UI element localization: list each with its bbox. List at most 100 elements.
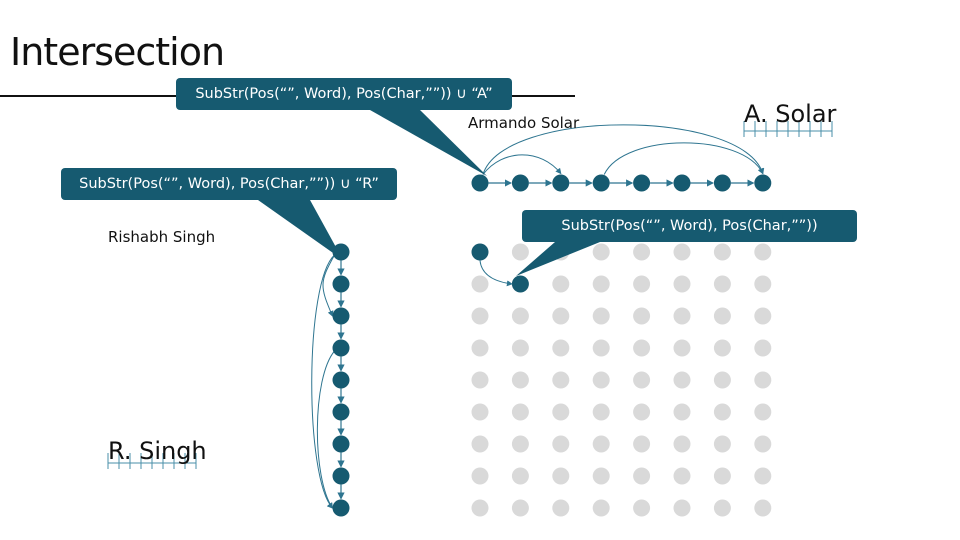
top-graph-node bbox=[552, 174, 570, 192]
intersection-node bbox=[552, 275, 570, 293]
intersection-node bbox=[511, 435, 529, 453]
intersection-node bbox=[511, 243, 529, 261]
intersection-node bbox=[713, 435, 731, 453]
intersection-node bbox=[471, 467, 489, 485]
intersection-node bbox=[673, 499, 691, 517]
top-graph-node bbox=[633, 174, 651, 192]
top-graph-node bbox=[471, 174, 489, 192]
left-graph-skip-edge bbox=[322, 254, 335, 317]
active-intersection-node bbox=[511, 275, 529, 293]
intersection-node bbox=[592, 371, 610, 389]
intersection-node bbox=[633, 371, 651, 389]
intersection-node bbox=[713, 499, 731, 517]
intersection-node bbox=[633, 435, 651, 453]
left-graph-skip-edge bbox=[311, 254, 335, 509]
left-graph-node bbox=[332, 275, 350, 293]
top-output-label: A. Solar bbox=[744, 100, 837, 128]
callout-left-text: SubStr(Pos(“”, Word), Pos(Char,””)) ∪ “R… bbox=[79, 176, 379, 192]
top-input-label: Armando Solar bbox=[468, 114, 580, 132]
intersection-node bbox=[754, 403, 772, 421]
intersection-node bbox=[633, 499, 651, 517]
left-graph-node bbox=[332, 403, 350, 421]
intersection-node bbox=[511, 339, 529, 357]
intersection-node bbox=[713, 307, 731, 325]
callout-top-pointer bbox=[370, 110, 487, 176]
callout-intersection-pointer bbox=[516, 242, 600, 276]
intersection-node bbox=[754, 499, 772, 517]
intersection-node bbox=[511, 403, 529, 421]
intersection-node bbox=[754, 339, 772, 357]
intersection-node bbox=[754, 371, 772, 389]
left-graph-node bbox=[332, 307, 350, 325]
intersection-node bbox=[592, 499, 610, 517]
intersection-node bbox=[633, 275, 651, 293]
top-graph-node bbox=[673, 174, 691, 192]
left-output-label: R. Singh bbox=[108, 437, 207, 465]
intersection-node bbox=[471, 435, 489, 453]
intersection-node bbox=[471, 275, 489, 293]
intersection-node bbox=[754, 243, 772, 261]
top-graph-skip-edge bbox=[482, 154, 562, 175]
slide-title: Intersection bbox=[10, 30, 225, 74]
top-graph-node bbox=[754, 174, 772, 192]
left-input-label: Rishabh Singh bbox=[108, 228, 216, 246]
intersection-node bbox=[754, 307, 772, 325]
intersection-node bbox=[552, 307, 570, 325]
intersection-node bbox=[754, 275, 772, 293]
intersection-node bbox=[673, 307, 691, 325]
intersection-node bbox=[713, 467, 731, 485]
intersection-node bbox=[673, 403, 691, 421]
intersection-node bbox=[511, 371, 529, 389]
intersection-node bbox=[511, 307, 529, 325]
callout-left bbox=[61, 168, 397, 200]
callout-intersection-text: SubStr(Pos(“”, Word), Pos(Char,””)) bbox=[561, 218, 818, 234]
left-graph-node bbox=[332, 499, 350, 517]
top-graph-node bbox=[592, 174, 610, 192]
left-graph-skip-edge bbox=[316, 350, 335, 509]
intersection-node bbox=[592, 243, 610, 261]
left-graph-node bbox=[332, 339, 350, 357]
left-graph-node bbox=[332, 435, 350, 453]
intersection-node bbox=[713, 403, 731, 421]
intersection-node bbox=[754, 467, 772, 485]
intersection-node bbox=[633, 243, 651, 261]
intersection-node bbox=[754, 435, 772, 453]
intersection-node bbox=[592, 467, 610, 485]
intersection-node bbox=[713, 243, 731, 261]
intersection-node bbox=[673, 339, 691, 357]
intersection-node bbox=[633, 307, 651, 325]
intersection-node bbox=[471, 307, 489, 325]
top-graph-skip-edge bbox=[603, 142, 764, 175]
intersection-node bbox=[592, 435, 610, 453]
intersection-node bbox=[673, 467, 691, 485]
intersection-node bbox=[471, 339, 489, 357]
top-graph-skip-edge bbox=[482, 124, 765, 175]
intersection-node bbox=[673, 243, 691, 261]
intersection-node bbox=[713, 275, 731, 293]
intersection-node bbox=[552, 403, 570, 421]
intersection-node bbox=[713, 371, 731, 389]
intersection-node bbox=[511, 499, 529, 517]
intersection-node bbox=[552, 339, 570, 357]
intersection-node bbox=[552, 499, 570, 517]
intersection-node bbox=[471, 371, 489, 389]
intersection-node bbox=[552, 467, 570, 485]
top-graph-node bbox=[511, 174, 529, 192]
intersection-node bbox=[713, 339, 731, 357]
intersection-node bbox=[673, 435, 691, 453]
callout-top-text: SubStr(Pos(“”, Word), Pos(Char,””)) ∪ “A… bbox=[195, 86, 493, 102]
intersection-node bbox=[633, 339, 651, 357]
intersection-node bbox=[673, 275, 691, 293]
intersection-node bbox=[633, 403, 651, 421]
left-graph-node bbox=[332, 371, 350, 389]
left-graph-node bbox=[332, 243, 350, 261]
intersection-node bbox=[511, 467, 529, 485]
intersection-node bbox=[592, 275, 610, 293]
active-intersection-node bbox=[471, 243, 489, 261]
intersection-edge bbox=[479, 260, 513, 287]
intersection-node bbox=[471, 499, 489, 517]
intersection-node bbox=[471, 403, 489, 421]
intersection-node bbox=[633, 467, 651, 485]
